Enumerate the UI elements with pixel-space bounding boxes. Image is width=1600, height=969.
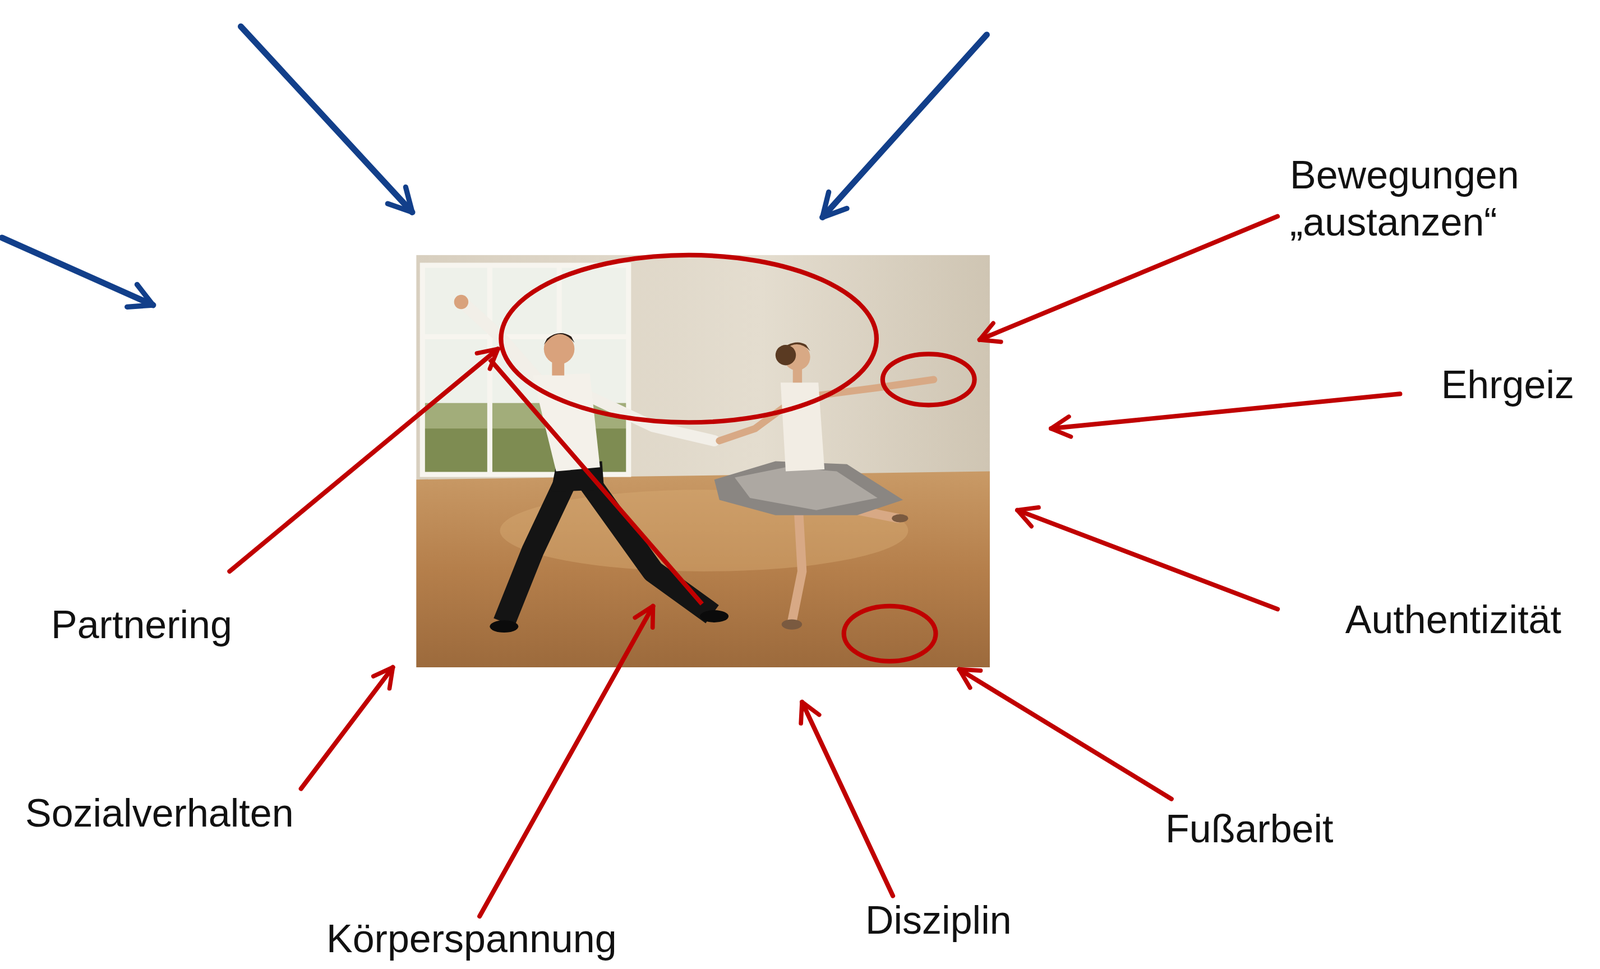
input-arrow	[2, 26, 988, 306]
annotation-label: Bewegungen „austanzen“	[1289, 151, 1596, 246]
dance-photo	[416, 255, 990, 668]
annotation-label: Sozialverhalten	[25, 789, 294, 837]
annotation-label: Körperspannung	[326, 917, 617, 961]
female-dancer	[714, 342, 934, 630]
annotation-label: Fußarbeit	[1165, 805, 1334, 853]
annotation-label: Ehrgeiz	[1441, 361, 1575, 409]
highlight-marks	[489, 255, 975, 662]
annotation-label: Partnering	[51, 601, 233, 649]
leader-arrow	[229, 216, 1400, 917]
male-dancer	[454, 294, 729, 633]
annotation-label: Authentizität	[1345, 596, 1562, 644]
annotation-label: Disziplin	[865, 896, 1012, 944]
